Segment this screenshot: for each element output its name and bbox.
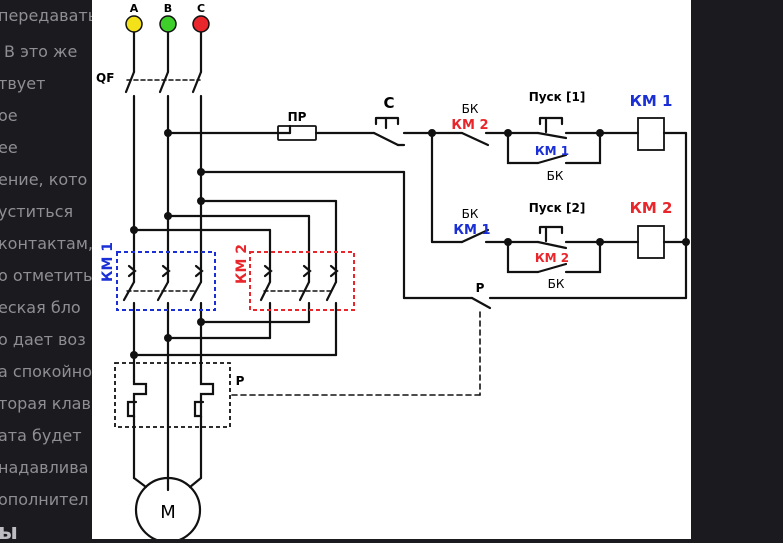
article-line: твует: [0, 74, 46, 93]
label-km1-interlock: КМ 1: [453, 223, 490, 238]
label-motor: М: [160, 502, 176, 523]
phase-c-lamp: [192, 15, 210, 33]
article-line: ополнител: [0, 490, 89, 509]
label-bk-1: БК: [462, 102, 479, 116]
article-line: В это же: [4, 42, 78, 61]
label-bk-4: БК: [548, 277, 565, 291]
label-km1-coil: КМ 1: [630, 92, 673, 110]
km2-coil: [637, 225, 665, 259]
label-km2-hold: КМ 2: [535, 251, 569, 265]
km1-coil: [637, 117, 665, 151]
article-line: ы: [0, 520, 18, 539]
label-qf: QF: [96, 71, 114, 85]
label-fuse: ПР: [288, 110, 307, 124]
article-line: а спокойно: [0, 362, 93, 381]
article-line: уститься: [0, 202, 74, 221]
article-line: ое: [0, 106, 18, 125]
label-bk-3: БК: [462, 207, 479, 221]
article-line: передавать: [0, 6, 98, 25]
stop-button: [372, 116, 406, 147]
label-phase-b: B: [164, 2, 172, 15]
diagram-panel: A B C QF КМ 1 КМ 2 ПР С БК КМ 2 Пуск [1]…: [92, 0, 691, 543]
label-relay-contact: Р: [476, 281, 485, 295]
label-km1-hold: КМ 1: [535, 144, 569, 158]
article-line: ение, кото: [0, 170, 88, 189]
article-line: еская бло: [0, 298, 81, 317]
article-line: торая клав: [0, 394, 91, 413]
label-phase-a: A: [130, 2, 139, 15]
label-start-2: Пуск [2]: [529, 201, 586, 215]
article-line: о отметить: [0, 266, 93, 285]
km2-box: [249, 251, 355, 311]
label-start-1: Пуск [1]: [529, 90, 586, 104]
label-bk-2: БК: [547, 169, 564, 183]
article-line: контактам,: [0, 234, 93, 253]
km1-box: [116, 251, 216, 311]
article-line: о дает воз: [0, 330, 86, 349]
background-article-text: передавать В это же твует ое ее ение, ко…: [0, 0, 120, 539]
label-stop: С: [383, 94, 394, 112]
reversing-motor-schematic: A B C QF КМ 1 КМ 2 ПР С БК КМ 2 Пуск [1]…: [96, 2, 690, 543]
thermal-relay-box: [114, 362, 231, 428]
label-km2-main: КМ 2: [234, 244, 250, 284]
label-km2-interlock: КМ 2: [451, 118, 488, 133]
label-relay: Р: [236, 374, 245, 388]
phase-a-lamp: [125, 15, 143, 33]
phase-b-lamp: [159, 15, 177, 33]
article-line: ее: [0, 138, 18, 157]
article-line: надавлива: [0, 458, 89, 477]
label-km2-coil: КМ 2: [630, 199, 673, 217]
label-phase-c: C: [197, 2, 205, 15]
label-km1-main: КМ 1: [100, 242, 116, 282]
qf-breaker: [124, 70, 203, 232]
article-line: ата будет: [0, 426, 82, 445]
